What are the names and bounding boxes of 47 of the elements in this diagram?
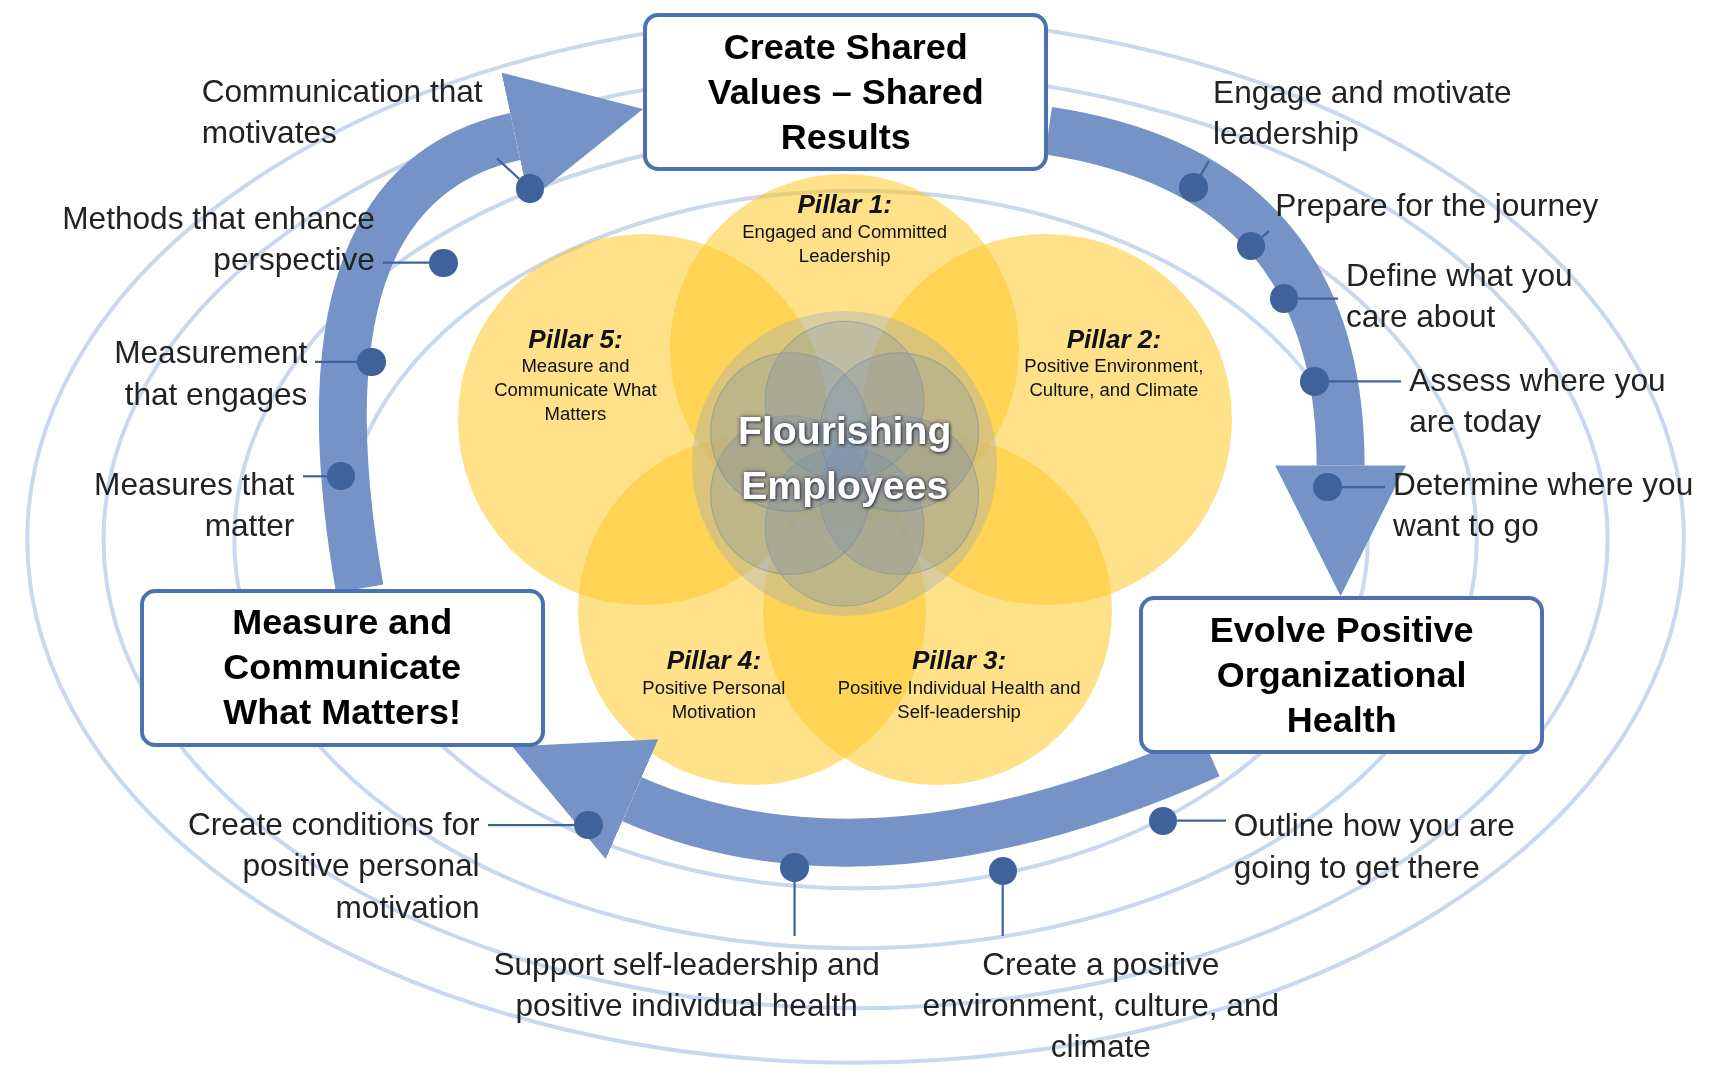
bullet-dot (988, 856, 1017, 885)
leader-line (1001, 885, 1004, 936)
pillar-description: Measure and Communicate What Matters (493, 354, 658, 427)
pillar-description: Positive Environment, Culture, and Climate (1023, 354, 1205, 403)
step-text: Outline how you are going to get there (1233, 805, 1594, 888)
stage-box: Evolve Positive Organizational Health (1138, 596, 1545, 755)
leader-line (496, 157, 520, 180)
bullet-dot (429, 248, 458, 277)
bullet-dot (1179, 173, 1208, 202)
pillar-title: Pillar 1: (796, 188, 893, 222)
leader-line (1199, 160, 1210, 176)
step-text: Prepare for the journey (1275, 185, 1690, 227)
leader-line (1341, 486, 1385, 489)
leader-line (793, 881, 796, 936)
bullet-dot (515, 174, 544, 203)
step-text: Define what you care about (1346, 255, 1641, 338)
bullet-dot (1300, 367, 1329, 396)
bullet-dot (1148, 806, 1178, 835)
step-text: Create a positive environment, culture, and climate (921, 943, 1281, 1068)
step-text: Create conditions for positive personal motivation (130, 804, 480, 928)
step-text: Measures that matter (43, 464, 295, 547)
pillar-title: Pillar 3: (910, 644, 1008, 678)
pillar-description: Positive Personal Motivation (641, 675, 787, 724)
step-text: Measurement that engages (54, 332, 308, 415)
step-text: Assess where you are today (1409, 359, 1706, 442)
leader-line (1261, 230, 1270, 238)
step-text: Support self-leadership and positive individual health (492, 943, 881, 1026)
pillar-description: Engaged and Committed Leadership (741, 220, 949, 269)
center-title: Flourishing Employees (736, 407, 953, 510)
pillar-title: Pillar 4: (665, 644, 763, 678)
pillar-description: Positive Individual Health and Self-leadership (836, 675, 1082, 724)
bullet-dot (780, 853, 809, 882)
stage-box: Measure and Communicate What Matters! (139, 588, 545, 747)
step-text: Engage and motivate leadership (1213, 71, 1606, 155)
leader-line (1328, 380, 1401, 383)
leader-line (1298, 297, 1338, 300)
leader-line (383, 261, 430, 264)
pillar-title: Pillar 5: (527, 322, 624, 356)
pillar-title: Pillar 2: (1065, 322, 1163, 356)
stage-box: Create Shared Values – Shared Results (643, 13, 1049, 172)
leader-line (315, 360, 358, 363)
leader-line (488, 823, 575, 827)
step-text: Determine where you want to go (1392, 464, 1704, 547)
bullet-dot (1269, 284, 1299, 313)
leader-line (1177, 819, 1226, 822)
step-text: Communication that motivates (201, 70, 491, 153)
leader-line (303, 475, 327, 478)
